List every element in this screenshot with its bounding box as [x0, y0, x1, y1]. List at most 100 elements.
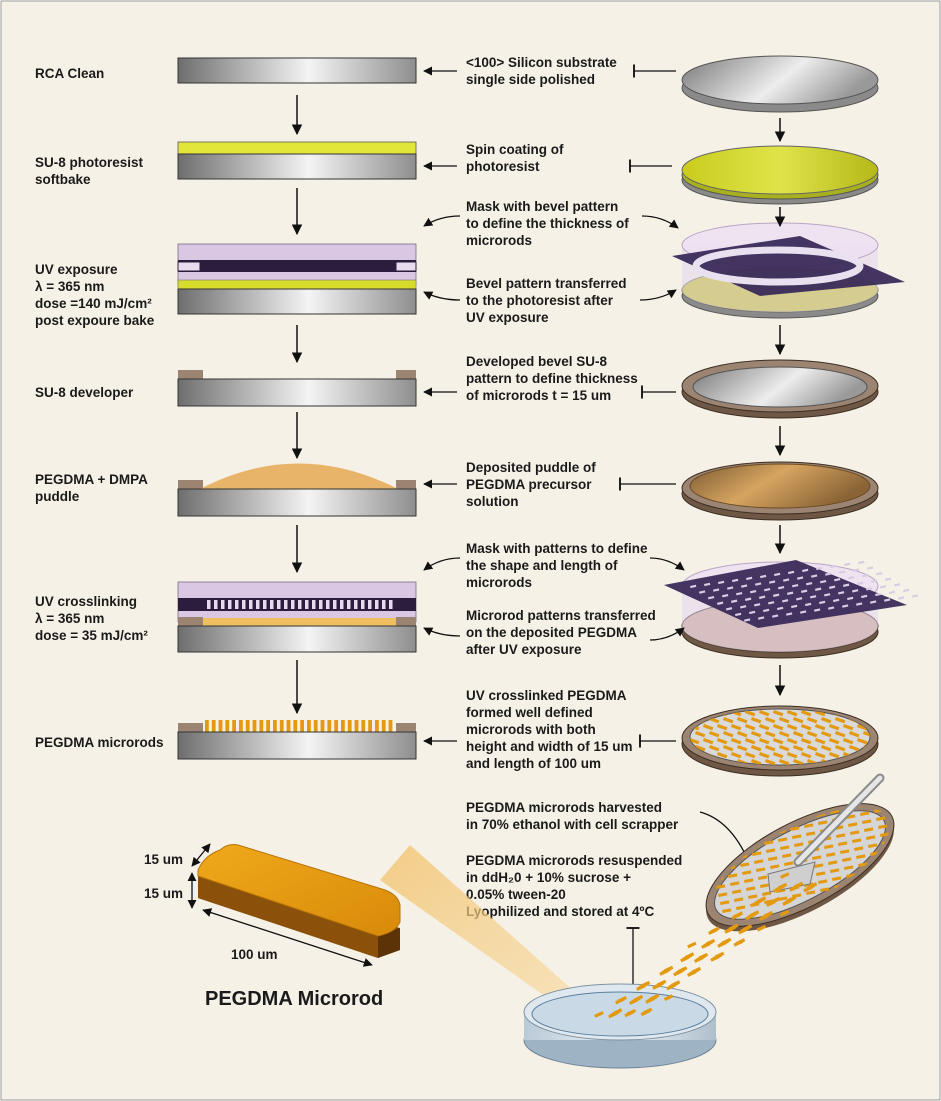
wafer-microrod: [716, 724, 728, 731]
microrod-section: [327, 720, 332, 732]
mask-slot: [235, 600, 239, 609]
cross-section-softbake: [177, 141, 417, 180]
mask-pattern-opening: [838, 591, 845, 595]
mask-pattern-opening: [713, 588, 720, 592]
mask-pattern-opening: [852, 568, 860, 572]
mask-slot: [375, 600, 379, 609]
wafer-microrod: [800, 723, 812, 731]
cell-scraper: [767, 773, 885, 893]
falling-microrod: [759, 914, 769, 921]
wafer-microrod: [750, 731, 762, 738]
harvested-microrod: [864, 827, 874, 832]
harvested-microrod: [812, 855, 822, 860]
mask-pattern-opening: [767, 601, 775, 605]
harvested-microrod: [818, 879, 828, 884]
mask-pattern-opening: [801, 589, 808, 593]
mask-slot: [284, 600, 288, 609]
harvested-microrod: [836, 833, 846, 838]
falling-microrod: [701, 942, 711, 949]
mask-pattern-opening: [796, 576, 804, 580]
mask-slot: [228, 600, 232, 609]
mask-pattern-opening: [911, 594, 919, 598]
mask-pattern-opening: [866, 587, 873, 591]
disk-microrods: [681, 705, 879, 777]
mask-pattern-opening: [800, 610, 807, 614]
harvested-microrod: [846, 873, 856, 878]
falling-microrod: [680, 955, 690, 963]
mask-pattern-opening: [857, 581, 864, 585]
harvested-microrod: [856, 854, 866, 859]
mask-pattern-opening: [805, 602, 812, 607]
harvested-microrod: [770, 864, 780, 869]
wafer-microrod: [772, 752, 784, 759]
cross-section-uv-exposure: [177, 243, 417, 315]
dim-length-label: 100 um: [231, 947, 278, 962]
mask-pattern-opening: [731, 578, 739, 583]
wafer-microrod: [834, 744, 846, 752]
microrod-section: [252, 720, 257, 732]
harvested-microrod: [736, 905, 746, 910]
wafer-microrod: [856, 737, 868, 745]
falling-microrod: [708, 928, 718, 935]
harvested-microrod: [732, 889, 742, 894]
mask-pattern-opening: [763, 608, 770, 613]
falling-microrod: [608, 1011, 618, 1019]
wafer-microrod: [778, 745, 790, 752]
microrod-dimensions: [187, 843, 373, 967]
wafer-microrod: [744, 738, 756, 745]
wafer-microrod: [744, 724, 756, 731]
wafer-microrod: [820, 717, 832, 724]
mask-pattern-opening: [858, 560, 865, 565]
microrod-section: [239, 720, 243, 732]
wafer-microrod: [722, 745, 734, 752]
microrod-section: [300, 720, 304, 732]
mask-slot: [242, 600, 246, 609]
harvested-microrod: [720, 900, 730, 905]
falling-microrod: [766, 900, 776, 907]
mask-pattern-opening: [871, 579, 878, 583]
mask-pattern-opening: [759, 574, 767, 579]
harvested-microrod: [862, 819, 872, 824]
mask-pattern-opening: [833, 598, 840, 603]
harvested-microrod: [866, 835, 876, 840]
wafer-microrod: [862, 730, 870, 738]
wafer-microrod: [764, 744, 776, 752]
harvested-microrod: [875, 816, 886, 821]
mask-pattern-opening: [736, 591, 743, 596]
mask-pattern-opening: [879, 585, 887, 589]
microrod-section: [259, 720, 264, 732]
step-label-su8-developer: SU-8 developer: [35, 385, 134, 400]
mask-pattern-opening: [856, 602, 863, 606]
mask-slot: [305, 600, 309, 609]
harvested-microrod: [840, 849, 850, 854]
mask-slot: [277, 600, 281, 609]
mask-slot: [214, 600, 218, 609]
mask-pattern-opening: [788, 570, 795, 575]
wafer-microrod: [772, 738, 784, 745]
wafer-microrod: [778, 759, 790, 765]
wafer-microrod: [736, 716, 748, 724]
wafer-microrod: [806, 716, 818, 724]
microrod-section: [205, 720, 209, 732]
harvested-microrod: [820, 887, 830, 892]
mask-pattern-opening: [708, 595, 715, 600]
wafer-microrod: [736, 730, 748, 738]
wafer-microrod: [702, 724, 714, 731]
wafer-microrod: [744, 710, 756, 717]
harvested-microrod: [754, 859, 764, 864]
falling-microrod: [687, 941, 697, 949]
wafer-microrod: [730, 751, 742, 759]
falling-microrod: [629, 998, 639, 1005]
falling-microrod: [731, 913, 741, 920]
mask-pattern-opening: [846, 596, 854, 601]
mask-pattern-opening: [755, 582, 762, 586]
mask-slot: [249, 600, 253, 609]
mask-pattern-opening: [824, 593, 831, 597]
harvested-microrod: [804, 823, 814, 828]
harvested-microrod: [742, 870, 752, 875]
mask-slot: [347, 600, 351, 609]
wafer-microrod: [834, 730, 846, 738]
